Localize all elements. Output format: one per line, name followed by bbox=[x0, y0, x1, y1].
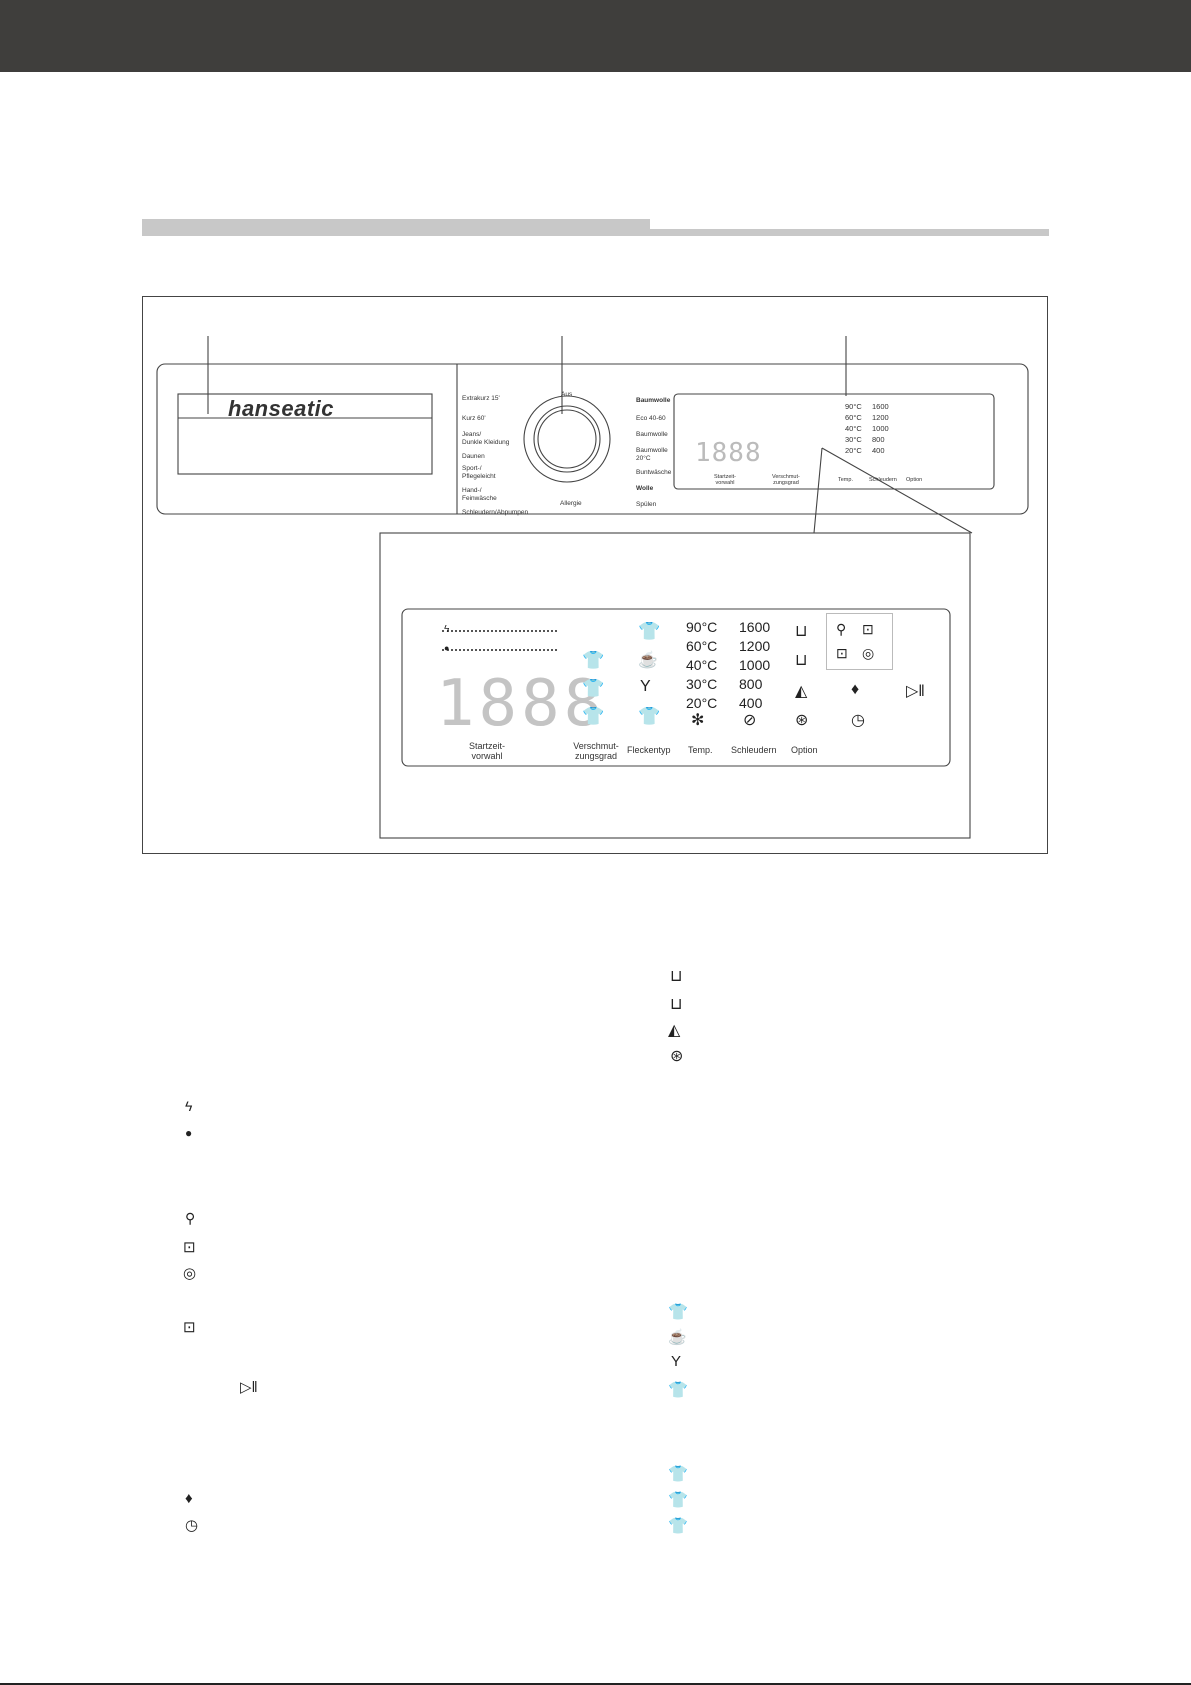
program-extrakurz[interactable]: Extrakurz 15' bbox=[462, 395, 500, 402]
control-panel-figure bbox=[156, 336, 1029, 839]
legend-shirt-medium-icon: 👕 bbox=[668, 1492, 688, 1509]
legend-shirt-light-icon: 👕 bbox=[668, 1466, 688, 1483]
legend-shirt-sweat-icon: 👕 bbox=[668, 1382, 688, 1399]
button-startzeit[interactable]: Startzeit- vorwahl bbox=[468, 741, 505, 761]
temp-40[interactable]: 40°C bbox=[686, 657, 718, 673]
legend-extra-rinse-icon: ⊔ bbox=[670, 996, 683, 1013]
spin-1600[interactable]: 1600 bbox=[739, 619, 771, 635]
spin-800[interactable]: 800 bbox=[739, 676, 763, 692]
legend-stain-icon: Y bbox=[671, 1353, 682, 1370]
legend-speed-icon: ◷ bbox=[185, 1517, 199, 1534]
legend-tap-icon: ⚲ bbox=[185, 1210, 196, 1226]
program-buntwaesche[interactable]: Buntwäsche bbox=[636, 469, 672, 476]
program-daunen[interactable]: Daunen bbox=[462, 453, 485, 460]
drop-icon: ● bbox=[444, 643, 450, 653]
legend-prewash-tub-icon: ⊔ bbox=[670, 968, 683, 985]
no-spin-icon[interactable]: ⊘ bbox=[743, 712, 757, 729]
legend-drop-icon: ● bbox=[185, 1126, 193, 1140]
section-rule-thin bbox=[650, 229, 1049, 236]
program-kurz[interactable]: Kurz 60' bbox=[462, 415, 486, 422]
lightning-icon: ϟ bbox=[444, 624, 450, 635]
temp-20[interactable]: 20°C bbox=[686, 695, 718, 711]
small-display-digits: 1888 bbox=[695, 438, 762, 468]
program-allergie[interactable]: Allergie bbox=[560, 500, 582, 507]
wash-icon[interactable]: ◎ bbox=[862, 645, 875, 661]
small-button-schleudern[interactable]: Schleudern bbox=[869, 477, 897, 483]
button-fleckentyp[interactable]: Fleckentyp bbox=[627, 745, 671, 755]
spin-1200[interactable]: 1200 bbox=[739, 638, 771, 654]
legend-lock-icon: ⊡ bbox=[183, 1239, 196, 1256]
button-schleudern[interactable]: Schleudern bbox=[731, 745, 777, 755]
button-verschmutzung[interactable]: Verschmut- zungsgrad bbox=[573, 741, 619, 761]
option-group-box bbox=[826, 613, 893, 670]
program-spuelen[interactable]: Spülen bbox=[636, 501, 657, 508]
temp-list: 90°C 60°C 40°C 30°C 20°C bbox=[686, 618, 717, 713]
speed-icon[interactable]: ◷ bbox=[851, 712, 865, 729]
program-labels-left: Extrakurz 15' Kurz 60' Jeans/ Dunkle Kle… bbox=[462, 395, 532, 519]
tap-icon[interactable]: ⚲ bbox=[836, 621, 847, 637]
program-wolle[interactable]: Wolle bbox=[636, 485, 654, 492]
program-jeans[interactable]: Jeans/ Dunkle Kleidung bbox=[462, 431, 510, 446]
small-button-temp[interactable]: Temp. bbox=[838, 477, 853, 483]
spin-400[interactable]: 400 bbox=[739, 695, 763, 711]
header-bar bbox=[0, 0, 1191, 72]
shirt-medium-icon[interactable]: 👕 bbox=[582, 678, 605, 698]
cup-icon[interactable]: ☕ bbox=[638, 652, 658, 669]
brand-logo: hanseatic bbox=[228, 396, 334, 421]
legend-lightning-icon: ϟ bbox=[185, 1098, 193, 1114]
section-rule bbox=[142, 219, 650, 236]
legend-anti-allergy-icon: ⊛ bbox=[670, 1048, 684, 1065]
legend-start-pause-icon: ▷‖ bbox=[240, 1379, 258, 1396]
program-baumwolle-20[interactable]: Baumwolle 20°C bbox=[636, 447, 668, 462]
power-level-bar bbox=[442, 630, 557, 634]
legend-iron-icon: ◭ bbox=[668, 1022, 681, 1039]
water-level-bar bbox=[442, 649, 557, 653]
pre-wash-icon[interactable]: ⊡ bbox=[836, 645, 848, 661]
program-baumwolle-2[interactable]: Baumwolle bbox=[636, 431, 668, 438]
button-option[interactable]: Option bbox=[791, 745, 818, 755]
legend-shirt-icon: 👕 bbox=[668, 1304, 688, 1321]
lock-icon[interactable]: ⊡ bbox=[862, 621, 874, 637]
anti-allergy-icon[interactable]: ⊛ bbox=[795, 712, 809, 729]
small-button-startzeit[interactable]: Startzeit- vorwahl bbox=[714, 474, 737, 486]
temp-30[interactable]: 30°C bbox=[686, 676, 718, 692]
prewash-tub-icon[interactable]: ⊔ bbox=[795, 623, 808, 640]
eco-icon[interactable]: ♦ bbox=[851, 681, 860, 698]
iron-icon[interactable]: ◭ bbox=[795, 683, 808, 700]
extra-rinse-icon[interactable]: ⊔ bbox=[795, 652, 808, 669]
program-baumwolle[interactable]: Baumwolle bbox=[636, 397, 671, 404]
program-schleudern[interactable]: Schleudern/Abpumpen bbox=[462, 509, 529, 516]
program-off-label: Aus bbox=[561, 391, 573, 398]
page-bottom-line bbox=[0, 1683, 1191, 1685]
legend-shirt-heavy-icon: 👕 bbox=[668, 1518, 688, 1535]
program-eco[interactable]: Eco 40-60 bbox=[636, 415, 666, 422]
shirt-icon[interactable]: 👕 bbox=[638, 621, 661, 641]
legend-eco-icon: ♦ bbox=[185, 1490, 193, 1507]
temp-90[interactable]: 90°C bbox=[686, 619, 718, 635]
legend-wash-icon: ◎ bbox=[183, 1265, 197, 1282]
shirt-heavy-icon[interactable]: 👕 bbox=[582, 706, 605, 726]
figure-frame bbox=[142, 296, 1048, 854]
cold-wash-icon[interactable]: ✻ bbox=[691, 712, 705, 729]
small-button-verschmutzung[interactable]: Verschmut- zungsgrad bbox=[772, 474, 800, 486]
spin-list: 1600 1200 1000 800 400 bbox=[739, 618, 770, 713]
temp-60[interactable]: 60°C bbox=[686, 638, 718, 654]
small-button-option[interactable]: Option bbox=[906, 477, 923, 483]
shirt-sweat-icon[interactable]: 👕 bbox=[638, 706, 661, 726]
spin-1000[interactable]: 1000 bbox=[739, 657, 771, 673]
button-temp[interactable]: Temp. bbox=[688, 745, 713, 755]
stain-icon[interactable]: Y bbox=[640, 678, 651, 695]
shirt-light-icon[interactable]: 👕 bbox=[582, 650, 605, 670]
start-pause-icon[interactable]: ▷‖ bbox=[906, 683, 925, 700]
display-digits: 1888 bbox=[436, 667, 607, 741]
program-sport[interactable]: Sport-/ Pflegeleicht bbox=[462, 465, 496, 480]
legend-prewash-icon: ⊡ bbox=[183, 1319, 196, 1336]
legend-cup-icon: ☕ bbox=[668, 1329, 687, 1346]
program-hand[interactable]: Hand-/ Feinwäsche bbox=[462, 487, 497, 502]
program-labels-right: Baumwolle Eco 40-60 Baumwolle Baumwolle … bbox=[636, 397, 706, 511]
